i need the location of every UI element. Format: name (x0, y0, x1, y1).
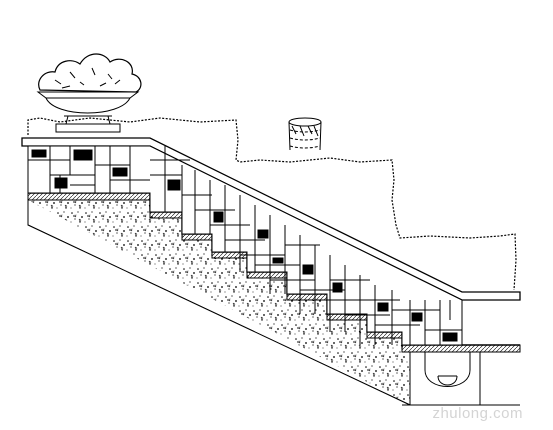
drain-channel (401, 344, 521, 406)
bollard (288, 117, 322, 151)
ground-line (402, 351, 520, 406)
watermark: zhulong.com (432, 405, 523, 422)
hedge-outline (27, 117, 517, 291)
urn-planter (36, 53, 142, 133)
